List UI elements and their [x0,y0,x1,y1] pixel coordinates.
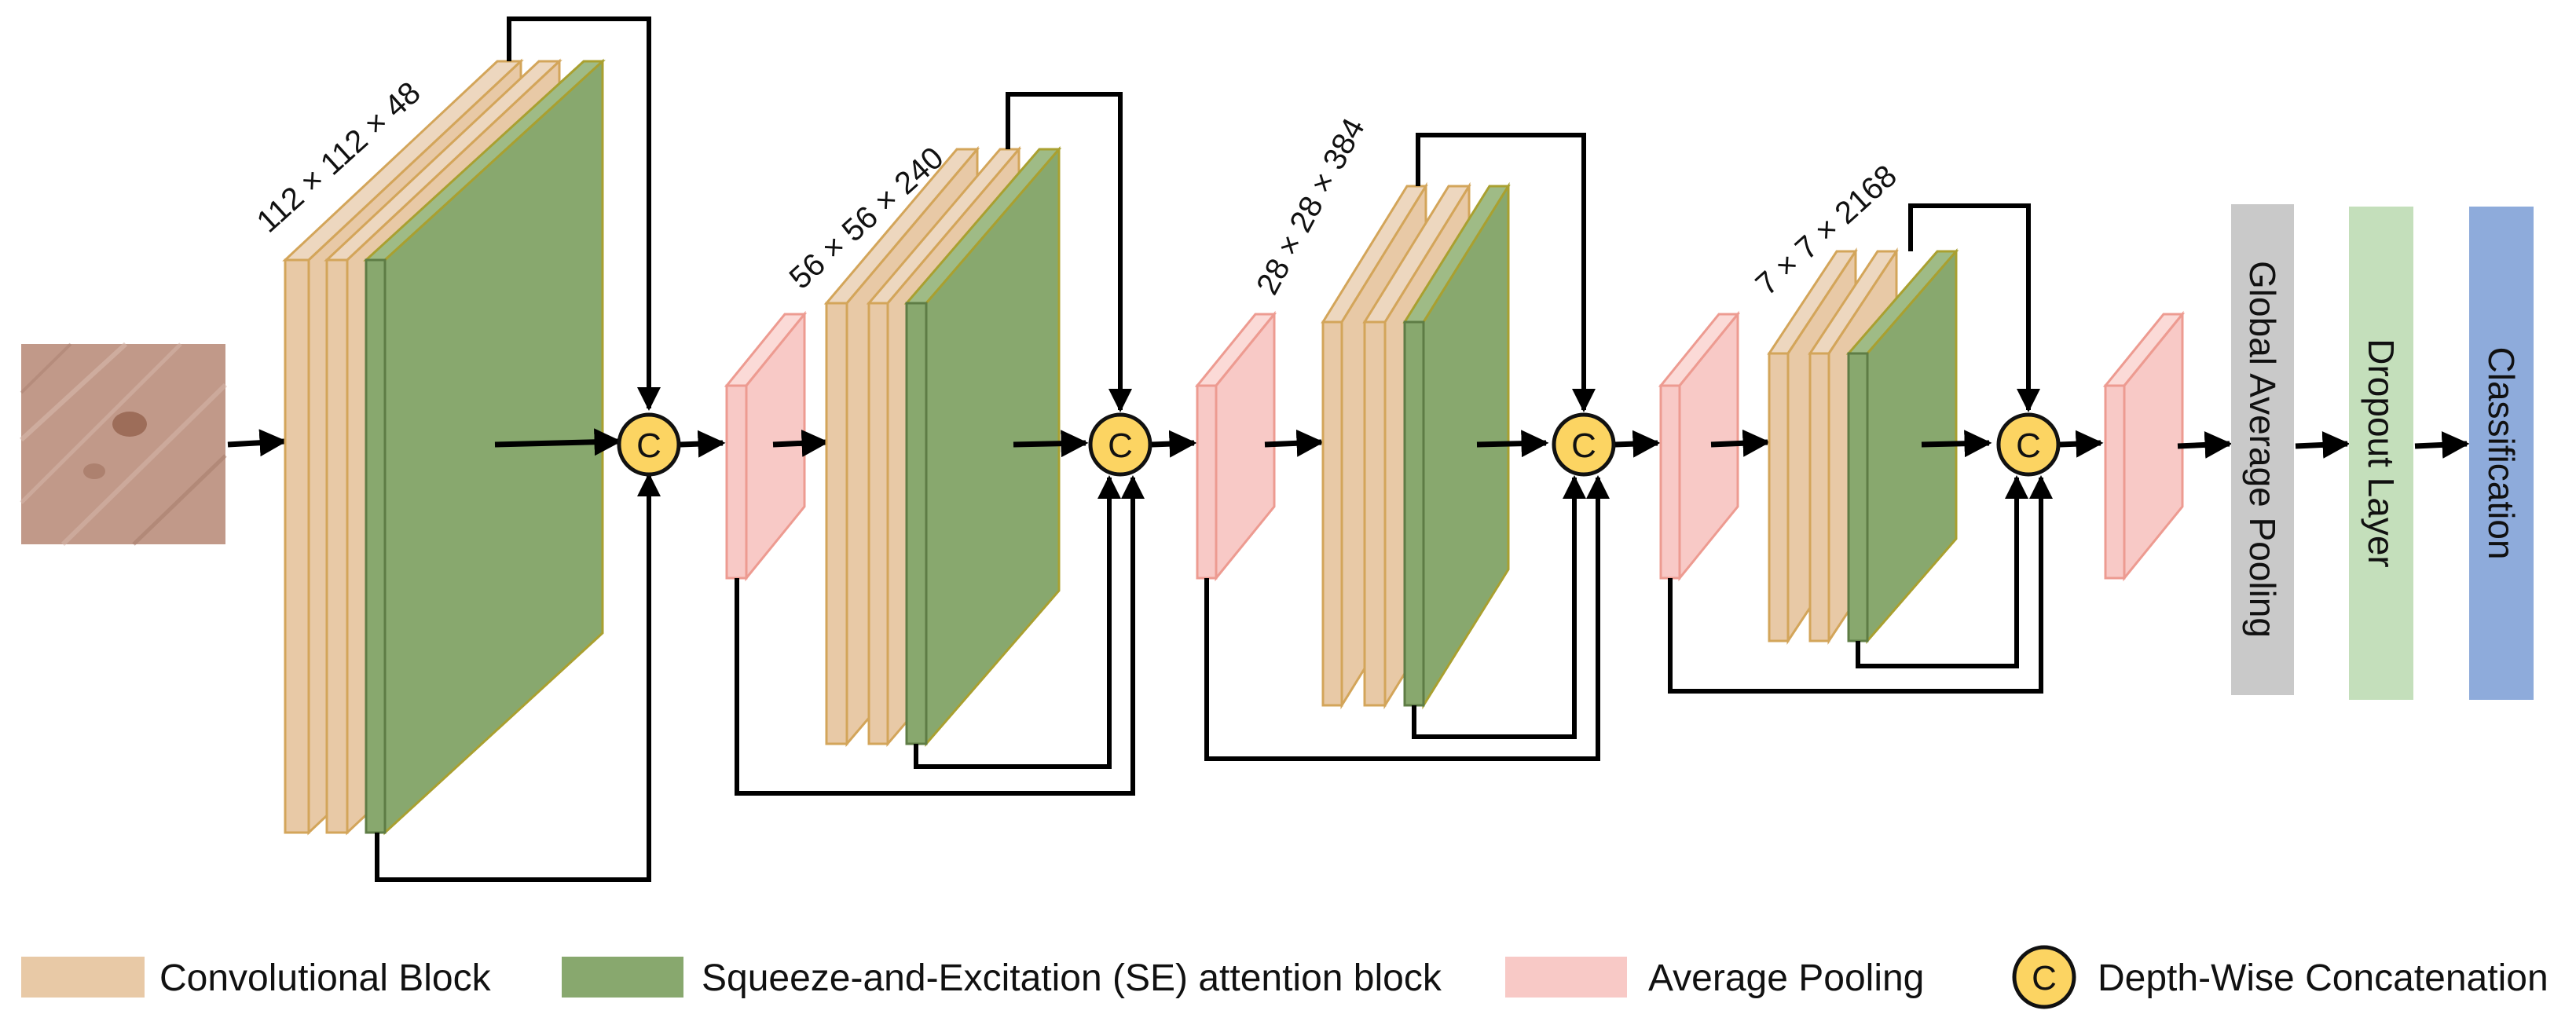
skip-connection [1416,133,1596,412]
flow-arrow [680,430,726,458]
flow-arrow [1614,430,1661,458]
avg-pooling [1194,310,1277,582]
skip-connection [1668,475,2053,694]
se-block [363,58,606,836]
concat-node: C [1552,412,1616,477]
skip-connection [507,16,661,411]
legend-swatch-avgpool [1505,957,1627,998]
stage-3: 28 × 28 × 384 C [1194,113,1661,761]
flow-arrow [1151,430,1197,458]
flow-arrow [494,428,622,456]
flow-arrow [1264,429,1325,457]
global-average-pooling-label: Global Average Pooling [2242,261,2283,638]
dropout-layer-label: Dropout Layer [2361,339,2402,568]
concat-node: C [1088,412,1152,477]
legend-swatch-se [562,957,683,998]
flow-arrow [2059,430,2104,458]
stage-4: 7 × 7 × 2168 C [1658,159,2104,694]
skip-connection [735,475,1145,796]
svg-text:C: C [2016,426,2041,465]
legend-concat-icon [2012,945,2076,1009]
legend-label-avgpool: Average Pooling [1648,957,1924,999]
stage-1: 112 × 112 × 48 C [227,16,726,882]
avg-pooling [2102,310,2186,582]
flow-arrow [2414,430,2470,459]
classification-layer [2469,207,2534,700]
concat-node: C [617,412,681,477]
flow-arrow [2177,430,2233,459]
svg-text:C: C [2032,959,2057,998]
global-average-pooling-layer [2231,204,2294,695]
legend-item-conv: Convolutional Block [21,957,492,999]
skip-connection [1204,475,1610,761]
legend-label-se: Squeeze-and-Excitation (SE) attention bl… [702,957,1442,999]
se-block [903,145,1062,748]
se-block [1845,247,1959,645]
stage-2: 56 × 56 × 240 C [724,92,1197,796]
legend-item-concat: C Depth-Wise Concatenation [2012,945,2549,1009]
skip-connection [375,473,661,882]
flow-arrow [1921,430,1992,458]
svg-text:C: C [1108,426,1133,465]
input-image [19,342,228,547]
classification-label: Classification [2481,347,2522,560]
skip-connection [914,475,1121,769]
svg-text:C: C [1571,426,1596,465]
dropout-layer [2349,207,2413,700]
flow-arrow [1710,429,1771,457]
legend-label-concat: Depth-Wise Concatenation [2098,957,2549,999]
flow-arrow [772,429,830,457]
avg-pooling [1658,310,1741,582]
concat-node: C [1996,412,2061,477]
legend-item-se: Squeeze-and-Excitation (SE) attention bl… [562,957,1442,999]
legend-item-avgpool: Average Pooling [1505,957,1924,999]
skip-connection [1006,92,1132,412]
head: Global Average Pooling Dropout Layer Cla… [2102,204,2534,700]
legend: Convolutional Block Squeeze-and-Excitati… [21,945,2549,1009]
flow-arrow [1476,430,1549,458]
skip-connection [1412,475,1586,739]
svg-text:C: C [636,426,661,465]
skip-connection [1908,203,2040,412]
flow-arrow [1013,430,1089,458]
legend-swatch-conv [21,957,145,998]
skip-connection [1856,475,2028,668]
flow-arrow [227,429,288,457]
flow-arrow [2295,430,2351,459]
legend-label-conv: Convolutional Block [159,957,492,999]
